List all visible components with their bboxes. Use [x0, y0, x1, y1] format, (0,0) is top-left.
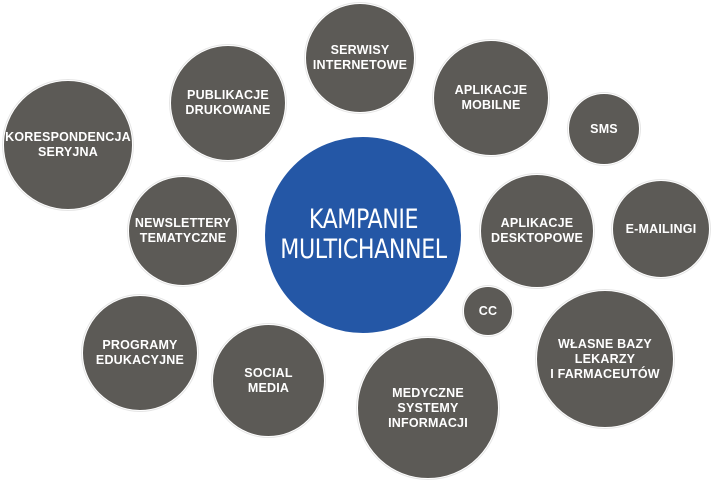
bubble-label: SOCIAL MEDIA	[244, 365, 293, 395]
bubble-programy-edukacyjne: PROGRAMY EDUKACYJNE	[82, 295, 198, 411]
bubble-label: MEDYCZNE SYSTEMY INFORMACJI	[388, 385, 468, 430]
bubble-label: CC	[478, 303, 498, 318]
center-label: KAMPANIE MULTICHANNEL	[279, 204, 447, 265]
bubble-aplikacje-desktopowe: APLIKACJE DESKTOPOWE	[480, 174, 594, 288]
bubble-label: PUBLIKACJE DRUKOWANE	[185, 88, 271, 117]
bubble-korespondencja-seryjna: KORESPONDENCJA SERYJNA	[3, 80, 133, 210]
bubble-label: WŁASNE BAZY LEKARZY I FARMACEUTÓW	[550, 336, 660, 381]
bubble-label: SERWISY INTERNETOWE	[312, 43, 408, 72]
bubble-newslettery-tematyczne: NEWSLETTERY TEMATYCZNE	[128, 176, 238, 286]
bubble-sms: SMS	[568, 93, 640, 165]
bubble-label: APLIKACJE DESKTOPOWE	[490, 216, 584, 245]
bubble-label: APLIKACJE MOBILNE	[454, 83, 528, 112]
bubble-e-mailingi: E-MAILINGI	[612, 180, 710, 278]
bubble-wlasne-bazy: WŁASNE BAZY LEKARZY I FARMACEUTÓW	[536, 290, 674, 428]
bubble-label: KORESPONDENCJA SERYJNA	[5, 130, 131, 159]
bubble-label: SMS	[590, 121, 618, 136]
bubble-label: E-MAILINGI	[625, 221, 697, 236]
bubble-serwisy-internetowe: SERWISY INTERNETOWE	[305, 3, 415, 113]
bubble-social-media: SOCIAL MEDIA	[212, 324, 325, 437]
center-bubble-kampanie-multichannel: KAMPANIE MULTICHANNEL	[264, 136, 462, 334]
bubble-aplikacje-mobilne: APLIKACJE MOBILNE	[433, 40, 549, 156]
bubble-medyczne-systemy-informacji: MEDYCZNE SYSTEMY INFORMACJI	[357, 337, 499, 479]
bubble-label: PROGRAMY EDUKACYJNE	[95, 338, 185, 367]
bubble-publikacje-drukowane: PUBLIKACJE DRUKOWANE	[170, 45, 286, 161]
bubble-label: NEWSLETTERY TEMATYCZNE	[134, 216, 232, 245]
bubble-cc: CC	[463, 286, 513, 336]
